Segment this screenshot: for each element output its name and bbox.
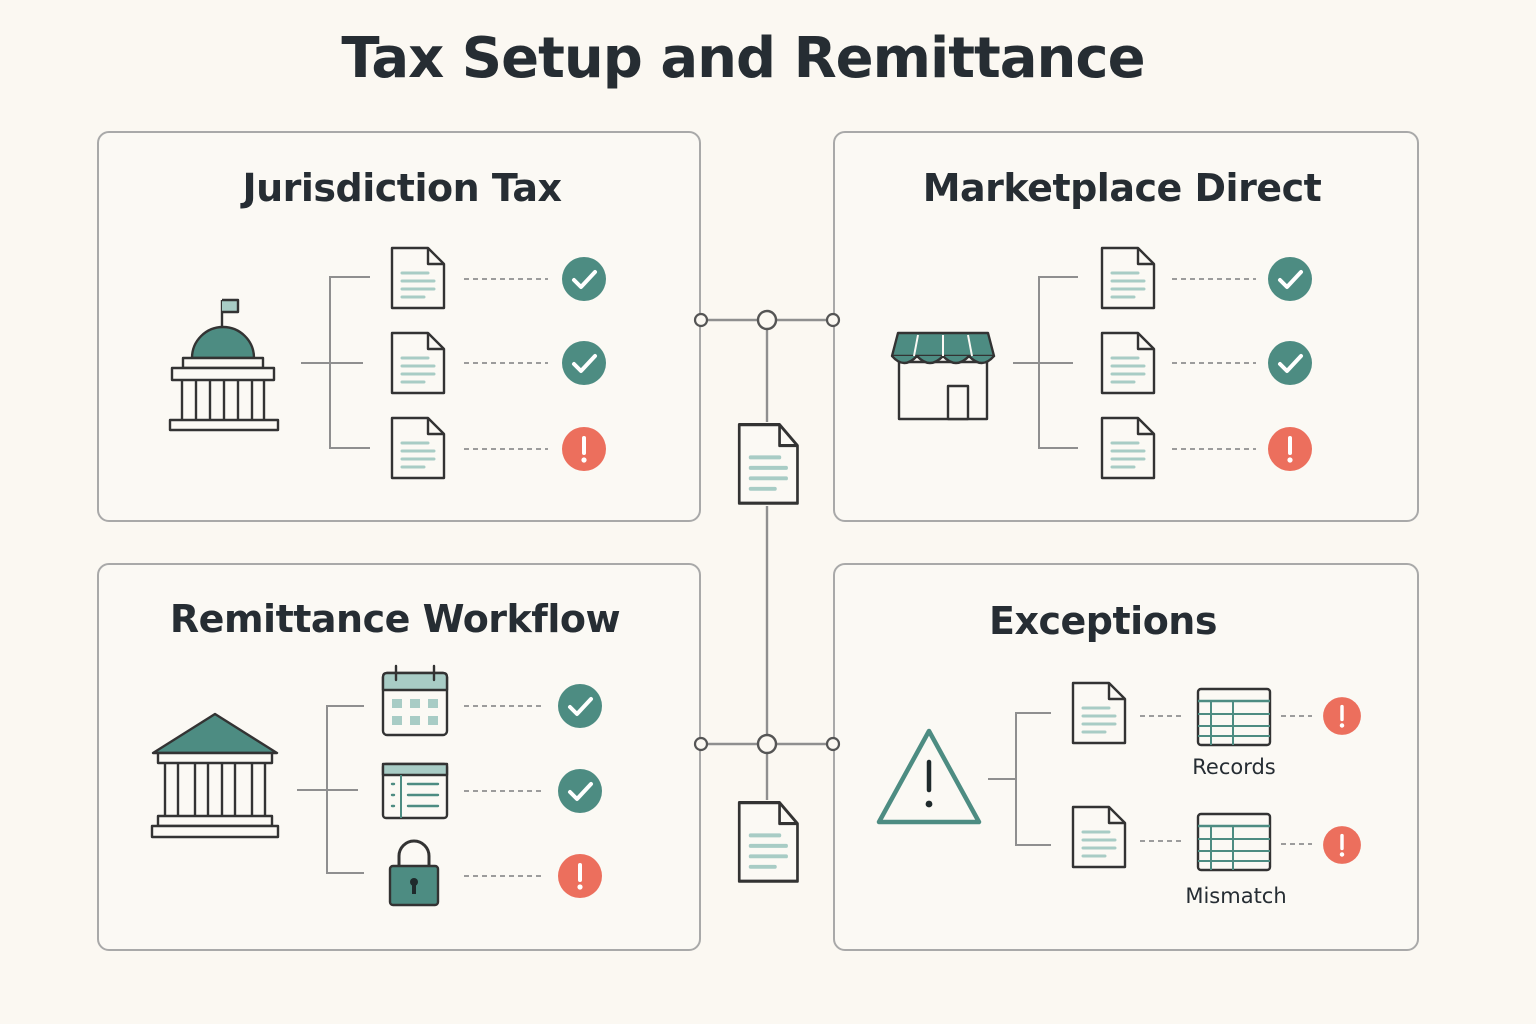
panel-title-exceptions: Exceptions	[989, 599, 1217, 643]
connector-node-top-left	[693, 312, 709, 328]
panel-title-marketplace: Marketplace Direct	[922, 166, 1322, 210]
storefront-icon	[890, 331, 996, 421]
central-connector	[701, 318, 833, 800]
check-icon	[556, 767, 604, 815]
document-icon	[1100, 416, 1156, 480]
document-icon	[737, 422, 800, 506]
alert-icon	[560, 425, 608, 473]
page-title: Tax Setup and Remittance	[341, 26, 1145, 91]
document-icon	[1071, 681, 1127, 745]
document-icon	[390, 331, 446, 395]
calendar-icon	[381, 664, 449, 737]
document-icon	[390, 416, 446, 480]
government-building-icon	[168, 298, 280, 432]
dashed-connector	[464, 705, 544, 877]
document-icon	[1100, 331, 1156, 395]
connector-node-bottom-left	[693, 736, 709, 752]
document-icon	[737, 800, 800, 884]
alert-icon	[1266, 425, 1314, 473]
check-icon	[1266, 255, 1314, 303]
check-icon	[1266, 339, 1314, 387]
branch-connector-marketplace	[1013, 276, 1078, 449]
checklist-icon	[381, 762, 449, 820]
document-icon	[1071, 805, 1127, 869]
check-icon	[560, 339, 608, 387]
alert-icon	[1321, 695, 1363, 737]
connector-node-top-center	[756, 309, 778, 331]
connector-node-top-right	[825, 312, 841, 328]
document-icon	[1100, 246, 1156, 310]
alert-icon	[556, 852, 604, 900]
table-icon	[1196, 687, 1272, 747]
connector-node-bottom-center	[756, 733, 778, 755]
label-mismatch: Mismatch	[1185, 884, 1287, 908]
alert-icon	[1321, 824, 1363, 866]
branch-connector-jurisdiction	[301, 276, 370, 449]
document-icon	[390, 246, 446, 310]
dashed-connector	[464, 278, 548, 450]
check-icon	[556, 682, 604, 730]
table-icon	[1196, 812, 1272, 872]
connector-node-bottom-right	[825, 736, 841, 752]
branch-connector-remittance	[297, 705, 364, 874]
lock-icon	[388, 839, 440, 907]
panel-title-remittance: Remittance Workflow	[169, 597, 621, 641]
dashed-connector	[1172, 278, 1256, 450]
warning-icon	[876, 728, 982, 825]
branch-connector-exceptions	[988, 712, 1051, 846]
panel-title-jurisdiction: Jurisdiction Tax	[242, 166, 562, 210]
label-records: Records	[1192, 755, 1276, 779]
dashed-connector	[1140, 715, 1312, 845]
check-icon	[560, 255, 608, 303]
bank-icon	[150, 712, 280, 839]
